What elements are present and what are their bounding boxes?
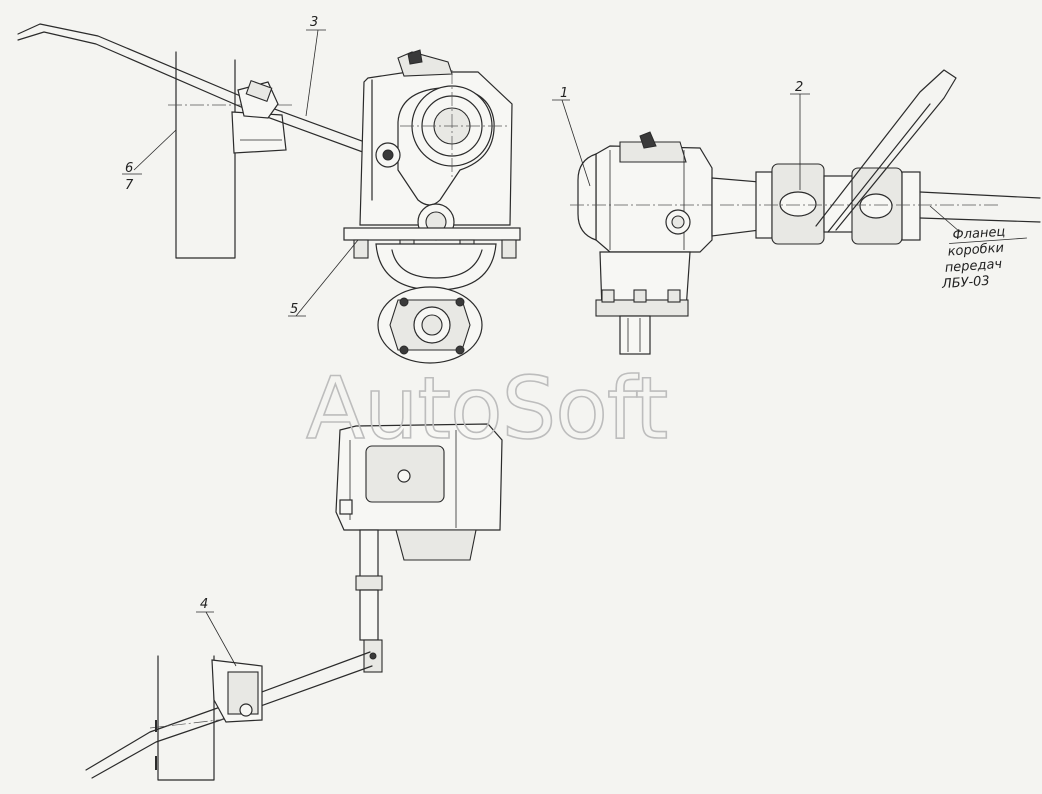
note-line-4: ЛБУ-03 [940,274,990,292]
callout-2: 2 [795,80,803,95]
cardan-shaft [711,163,1041,245]
callout-3: 3 [310,15,318,30]
steering-gear-housing [343,49,521,291]
watermark: AutoSoft [306,359,667,459]
leader-lines [122,29,961,667]
steering-rod-lower [85,651,373,781]
note-line-3: передач [944,257,1003,276]
callout-6: 6 [125,161,133,176]
steering-rod-upper [17,23,393,163]
note-line-1: Фланец [952,225,1006,244]
callout-4: 4 [200,597,208,612]
gearbox-lower [335,423,503,673]
callout-1: 1 [560,86,568,101]
steering-rod-right [815,69,957,233]
gearbox-right [570,131,720,355]
callout-5: 5 [290,302,298,317]
flange-round [377,286,483,364]
callout-7: 7 [125,178,134,193]
note-line-2: коробки [947,241,1004,260]
flange-note: Фланец коробки передач ЛБУ-03 [940,225,1027,292]
